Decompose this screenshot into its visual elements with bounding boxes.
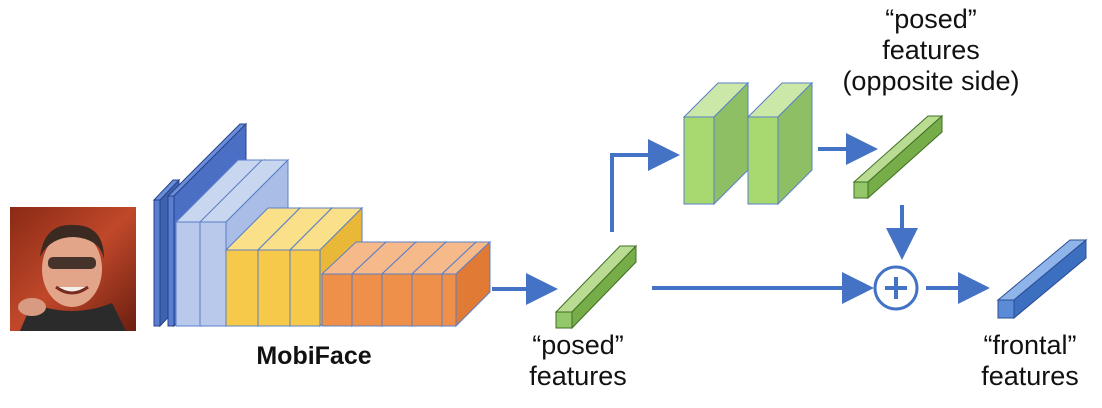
arrows <box>492 133 990 305</box>
sum-circle-icon <box>873 265 919 311</box>
posed-opposite-label: “posed” features (opposite side) <box>842 4 1020 96</box>
frontal-features-label: “frontal” features <box>981 330 1079 391</box>
green-block-1 <box>682 81 750 206</box>
posed-features-label: “posed” features <box>529 330 627 391</box>
mobiface-network <box>152 122 492 328</box>
posed-features-vector <box>554 244 638 330</box>
input-face-photo <box>10 207 136 331</box>
mobiface-label: MobiFace <box>256 342 372 370</box>
frontal-features-vector <box>996 238 1088 320</box>
conv-layer-orange <box>440 240 492 328</box>
arrow-to-green-block <box>610 139 680 232</box>
opposite-features-vector <box>852 114 944 200</box>
green-block-2 <box>746 81 814 206</box>
